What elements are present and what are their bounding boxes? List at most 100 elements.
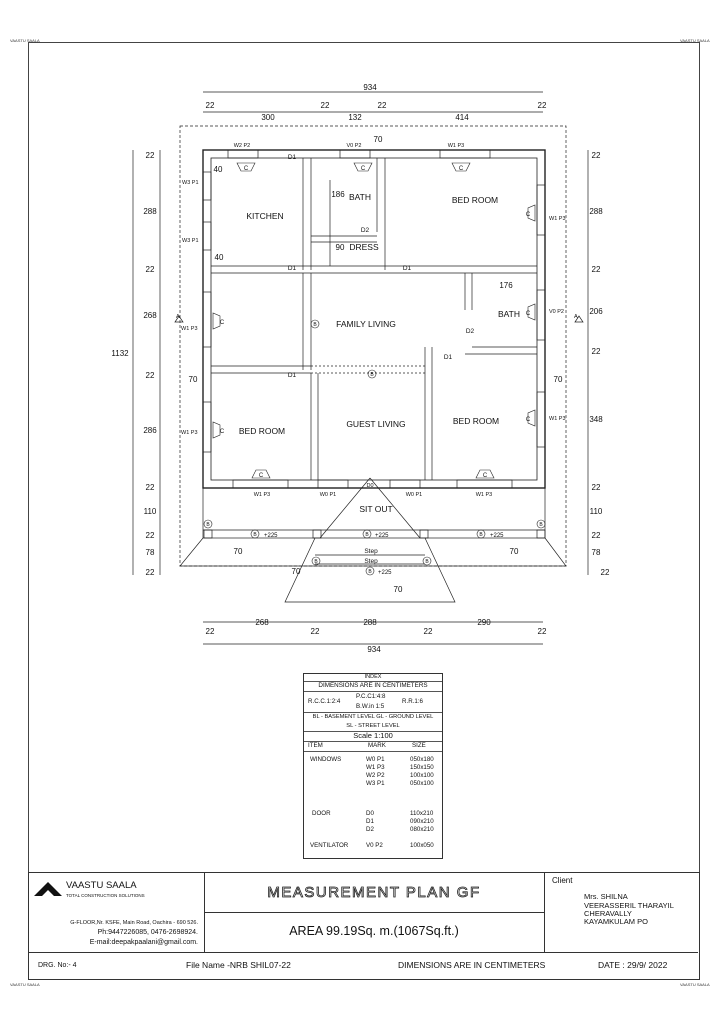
dim-bottom-6: 290 [477, 618, 491, 627]
company-tagline: TOTAL CONSTRUCTION SOLUTIONS [66, 893, 145, 898]
label-section-a-right: A [574, 314, 578, 320]
index-mix-row: P.C.C1:4:8 R.C.C.1:2:4 B.W.in 1:5 R.R.1:… [304, 692, 442, 713]
marker-c-7: C [526, 311, 531, 317]
client-label: Client [552, 876, 573, 885]
dim-overall-bottom: 934 [367, 645, 381, 654]
corner-mark-br: VAASTU SAALA [680, 982, 710, 987]
room-bed-3: BED ROOM [453, 416, 499, 426]
marker-c-2: C [361, 166, 366, 172]
dim-bottom-1: 22 [206, 627, 215, 636]
label-w1p3-top: W1 P3 [448, 143, 465, 149]
dim-right-3: 22 [592, 265, 601, 274]
label-d1-a: D1 [288, 154, 297, 161]
col-size: SIZE [412, 742, 426, 749]
level-plus225-4: +225 [378, 570, 392, 576]
dim-right-1: 22 [592, 151, 601, 160]
index-bw: B.W.in 1:5 [356, 703, 385, 710]
index-levels-2: SL - STREET LEVEL [304, 722, 442, 732]
level-plus225-3: +225 [490, 533, 504, 539]
marker-b-2: B [370, 372, 374, 378]
room-dress: DRESS [349, 242, 379, 252]
marker-b-4: B [539, 522, 543, 528]
label-d1-e: D1 [288, 372, 297, 379]
door-mark-3: D2 [366, 826, 374, 833]
company-logo-icon [34, 882, 62, 896]
index-table: INDEX DIMENSIONS ARE IN CENTIMETERS P.C.… [303, 673, 443, 859]
dim-right-8: 110 [590, 507, 603, 516]
dim-left-3: 22 [146, 265, 155, 274]
dim-top-1: 22 [206, 101, 215, 110]
dim-bottom-3: 22 [311, 627, 320, 636]
label-w3p1-b: W3 P1 [182, 238, 199, 244]
corner-mark-tl: VAASTU SAALA [10, 38, 40, 43]
window-size-1: 050x180 [410, 756, 434, 763]
door-size-1: 110x210 [410, 810, 434, 817]
label-d1-d: D1 [444, 354, 453, 361]
marker-c-6: C [526, 212, 531, 218]
vent-label: VENTILATOR [310, 842, 349, 849]
dim-40-a: 40 [214, 165, 223, 174]
col-mark: MARK [368, 742, 386, 749]
marker-c-10: C [483, 473, 488, 479]
marker-b-5: B [253, 532, 257, 538]
step-label-1: Step [364, 548, 378, 555]
windows-label: WINDOWS [310, 756, 342, 763]
room-guest-living: GUEST LIVING [346, 419, 405, 429]
room-bath-2: BATH [498, 309, 520, 319]
dim-bottom-2: 268 [255, 618, 269, 627]
door-size-3: 080x210 [410, 826, 434, 833]
dim-right-2: 288 [589, 207, 603, 216]
dim-right-9: 22 [592, 531, 601, 540]
client-line-2: VEERASSERIL THARAYIL [584, 901, 674, 910]
label-v0p2-right: V0 P2 [549, 309, 564, 315]
window-mark-1: W0 P1 [366, 756, 385, 763]
dim-bottom-4: 288 [363, 618, 377, 627]
company-name: VAASTU SAALA [66, 880, 137, 891]
dim-176: 176 [499, 281, 513, 290]
dim-right-6: 348 [589, 415, 603, 424]
dim-right-10: 78 [592, 548, 601, 557]
drawing-title: MEASUREMENT PLAN GF [267, 884, 481, 902]
footer-divider [28, 952, 698, 953]
index-body: WINDOWS W0 P1 050x180 W1 P3 150x150 W2 P… [304, 752, 442, 850]
corner-mark-bl: VAASTU SAALA [10, 982, 40, 987]
dim-70-sitout-right: 70 [510, 547, 519, 556]
drawing-date: DATE : 29/9/ 2022 [598, 960, 668, 970]
marker-c-1: C [244, 166, 249, 172]
client-line-3: CHERAVALLY [584, 909, 632, 918]
corner-mark-tr: VAASTU SAALA [680, 38, 710, 43]
label-d1-c: D1 [403, 265, 412, 272]
room-bed-1: BED ROOM [452, 195, 498, 205]
marker-c-4: C [220, 320, 225, 326]
door-size-2: 090x210 [410, 818, 434, 825]
dim-70-top: 70 [374, 135, 383, 144]
dim-top-5: 22 [378, 101, 387, 110]
label-w1p3-right2: W1 P3 [549, 416, 566, 422]
dim-overall-left: 1132 [111, 349, 129, 358]
dim-left-6: 286 [143, 426, 157, 435]
label-d0: D0 [366, 483, 373, 489]
drawing-number: DRG. No:- 4 [38, 962, 77, 969]
level-plus225-2: +225 [375, 533, 389, 539]
vent-mark: V0 P2 [366, 842, 383, 849]
marker-c-8: C [526, 417, 531, 423]
label-w1p3-right: W1 P3 [549, 216, 566, 222]
index-subtitle: DIMENSIONS ARE IN CENTIMETERS [304, 682, 442, 692]
marker-b-1: B [313, 322, 317, 328]
window-mark-4: W3 P1 [366, 780, 385, 787]
index-levels-1: BL - BASEMENT LEVEL GL - GROUND LEVEL [312, 714, 434, 720]
window-size-4: 050x100 [410, 780, 434, 787]
dim-bottom-5: 22 [424, 627, 433, 636]
dim-90: 90 [336, 243, 345, 252]
index-rcc: R.C.C.1:2:4 [308, 698, 341, 705]
marker-b-6: B [365, 532, 369, 538]
dim-186: 186 [331, 190, 345, 199]
marker-b-7: B [479, 532, 483, 538]
label-w0p1-a: W0 P1 [320, 492, 337, 498]
index-scale: Scale 1:100 [304, 732, 442, 742]
dim-bottom-7: 22 [538, 627, 547, 636]
col-item: ITEM [308, 742, 323, 749]
label-section-a-left: A [176, 314, 180, 320]
dim-right-4: 206 [589, 307, 603, 316]
title-divider [204, 912, 544, 913]
